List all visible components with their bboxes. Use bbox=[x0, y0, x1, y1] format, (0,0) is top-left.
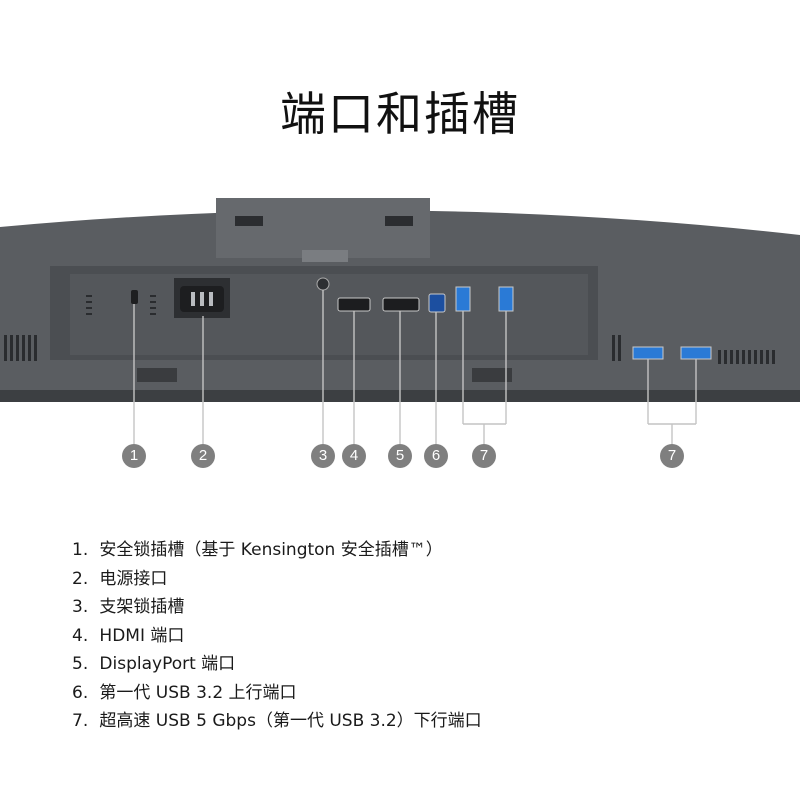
legend-text: 第一代 USB 3.2 上行端口 bbox=[99, 683, 296, 703]
security-slot bbox=[131, 290, 138, 304]
usb-downstream-port-1 bbox=[456, 287, 470, 311]
legend-item: 3. 支架锁插槽 bbox=[72, 593, 752, 622]
legend-text: 支架锁插槽 bbox=[99, 597, 184, 617]
port-legend: 1. 安全锁插槽（基于 Kensington 安全插槽™） 2. 电源接口 3.… bbox=[72, 536, 752, 736]
usb-downstream-port-3 bbox=[633, 347, 663, 359]
power-connector bbox=[174, 278, 230, 318]
legend-item: 1. 安全锁插槽（基于 Kensington 安全插槽™） bbox=[72, 536, 752, 565]
stand-mount bbox=[216, 198, 430, 258]
callout-badge-3: 3 bbox=[311, 444, 335, 468]
legend-item: 7. 超高速 USB 5 Gbps（第一代 USB 3.2）下行端口 bbox=[72, 707, 752, 736]
legend-number: 7. bbox=[72, 707, 94, 736]
legend-number: 6. bbox=[72, 679, 94, 708]
callout-badge-7b: 7 bbox=[660, 444, 684, 468]
page-title: 端口和插槽 bbox=[0, 78, 800, 144]
stand-lock-slot bbox=[317, 278, 329, 290]
legend-number: 3. bbox=[72, 593, 94, 622]
usb-upstream-port bbox=[429, 294, 445, 312]
displayport-port bbox=[383, 298, 419, 311]
legend-text: 电源接口 bbox=[99, 569, 167, 589]
legend-number: 5. bbox=[72, 650, 94, 679]
legend-item: 5. DisplayPort 端口 bbox=[72, 650, 752, 679]
callout-badge-6: 6 bbox=[424, 444, 448, 468]
callout-badge-2: 2 bbox=[191, 444, 215, 468]
legend-text: HDMI 端口 bbox=[99, 626, 184, 646]
legend-item: 6. 第一代 USB 3.2 上行端口 bbox=[72, 679, 752, 708]
usb-downstream-port-2 bbox=[499, 287, 513, 311]
legend-text: 安全锁插槽（基于 Kensington 安全插槽™） bbox=[99, 540, 442, 560]
legend-item: 2. 电源接口 bbox=[72, 565, 752, 594]
legend-text: DisplayPort 端口 bbox=[99, 654, 235, 674]
legend-number: 4. bbox=[72, 622, 94, 651]
usb-downstream-port-4 bbox=[681, 347, 711, 359]
callout-badge-1: 1 bbox=[122, 444, 146, 468]
legend-number: 2. bbox=[72, 565, 94, 594]
callout-badge-7a: 7 bbox=[472, 444, 496, 468]
legend-number: 1. bbox=[72, 536, 94, 565]
monitor-rear-diagram: 1 2 3 4 5 6 7 7 bbox=[0, 180, 800, 490]
callout-badge-5: 5 bbox=[388, 444, 412, 468]
callout-badge-4: 4 bbox=[342, 444, 366, 468]
legend-text: 超高速 USB 5 Gbps（第一代 USB 3.2）下行端口 bbox=[99, 711, 481, 731]
hdmi-port bbox=[338, 298, 370, 311]
legend-item: 4. HDMI 端口 bbox=[72, 622, 752, 651]
